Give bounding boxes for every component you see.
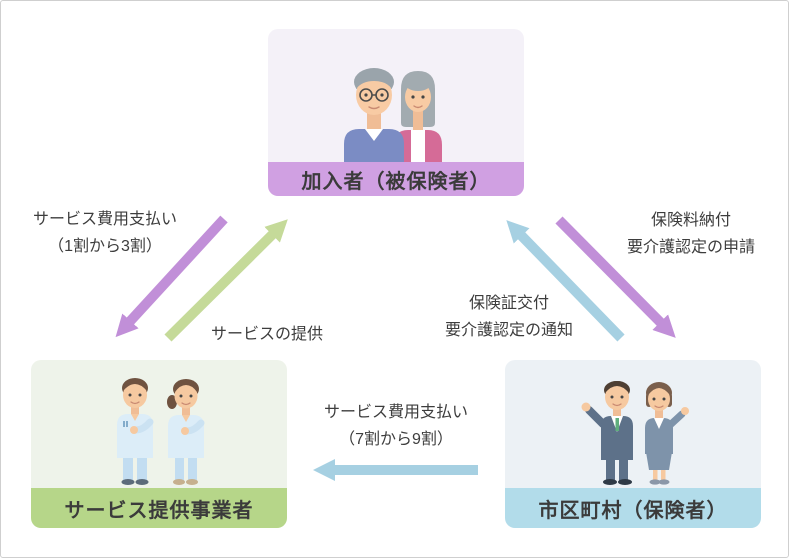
arrow-label-fee-insurer-line2: （7割から9割） (339, 431, 453, 448)
arrow-label-fee-user: サービス費用支払い （1割から3割） (33, 206, 177, 260)
care-workers-illustration (117, 378, 205, 485)
arrow-label-certificate-line1: 保険証交付 (468, 295, 550, 312)
arrow-label-fee-insurer-line1: サービス費用支払い (323, 404, 469, 421)
arrow-label-service-provision: サービスの提供 (211, 321, 323, 348)
arrow-label-fee-user-line1: サービス費用支払い (32, 211, 178, 228)
arrow-label-certificate-issue: 保険証交付 要介護認定の通知 (445, 290, 573, 344)
entity-municipality-label: 市区町村（保険者） (505, 488, 761, 528)
entity-insured-picture (268, 29, 524, 162)
arrow-label-service-provision-line1: サービスの提供 (210, 326, 324, 343)
elderly-couple-illustration (344, 68, 442, 162)
arrow-label-premium-line1: 保険料納付 (650, 212, 732, 229)
arrow-label-fee-insurer: サービス費用支払い （7割から9割） (324, 399, 468, 453)
entity-municipality-picture (505, 360, 761, 488)
entity-card-insured: 加入者（被保険者） (268, 29, 524, 196)
entity-card-provider: サービス提供事業者 (31, 360, 287, 528)
officials-illustration (581, 381, 689, 485)
entity-insured-label: 加入者（被保険者） (268, 162, 524, 196)
arrow-label-fee-user-line2: （1割から3割） (48, 238, 162, 255)
entity-provider-picture (31, 360, 287, 488)
arrow-label-premium-line2: 要介護認定の申請 (626, 239, 756, 256)
entity-provider-label: サービス提供事業者 (31, 488, 287, 528)
arrow-label-certificate-line2: 要介護認定の通知 (444, 322, 574, 339)
entity-card-municipality: 市区町村（保険者） (505, 360, 761, 528)
arrow-label-premium-application: 保険料納付 要介護認定の申請 (627, 207, 755, 261)
